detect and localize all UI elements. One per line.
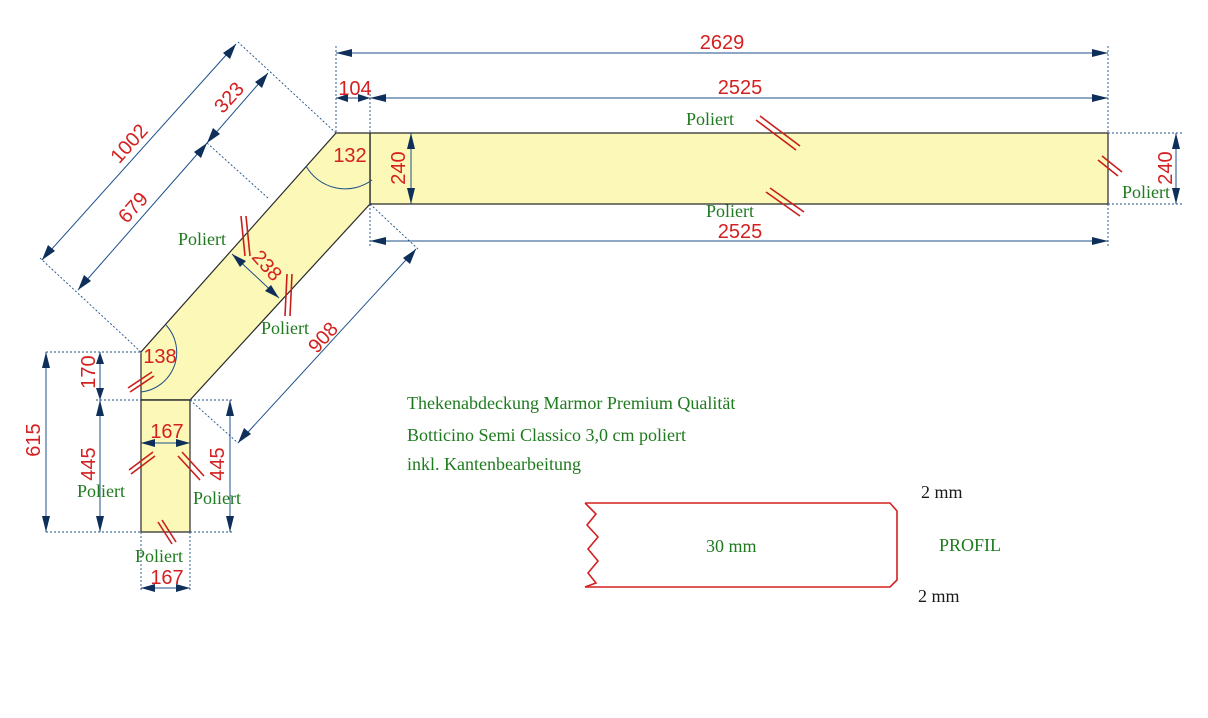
- dim-leg-left: 445: [78, 447, 100, 480]
- description-line-1: Thekenabdeckung Marmor Premium Qualität: [407, 393, 735, 413]
- dim-leg-width-bottom: 167: [150, 567, 183, 589]
- label-diag-inner-edge: Poliert: [261, 318, 309, 338]
- profile-outline: [585, 502, 898, 588]
- dim-diag-lower: 679: [114, 188, 153, 228]
- label-leg-left: Poliert: [77, 481, 125, 501]
- angle-arcs: [140, 165, 373, 393]
- dim-left-depth: 240: [388, 151, 410, 184]
- profile-top-chamfer: 2 mm: [921, 482, 963, 502]
- dim-top-total: 2629: [700, 32, 745, 54]
- polished-edge-marks: [127, 115, 1123, 545]
- dim-leg-total: 615: [23, 423, 45, 456]
- slab-straight-section: [369, 132, 1109, 205]
- description-line-2: Botticino Semi Classico 3,0 cm poliert: [407, 425, 686, 445]
- dim-diag-upper: 323: [210, 78, 249, 118]
- countertop-slab: [140, 132, 1109, 533]
- dim-leg-right: 445: [207, 447, 229, 480]
- dimension-lines: [41, 43, 1180, 592]
- description-block: Thekenabdeckung Marmor Premium Qualität …: [407, 393, 735, 474]
- profile-bottom-chamfer: 2 mm: [918, 586, 960, 606]
- extension-lines: [39, 41, 1182, 592]
- edge-profile: 30 mm 2 mm 2 mm PROFIL: [584, 482, 1001, 606]
- label-leg-right: Poliert: [193, 488, 241, 508]
- label-diag-outer-edge: Poliert: [178, 229, 226, 249]
- label-right-end: Poliert: [1122, 182, 1170, 202]
- label-top-edge: Poliert: [686, 109, 734, 129]
- dim-corner-angle-top: 132: [333, 145, 366, 167]
- dim-top-offset: 104: [338, 78, 371, 100]
- profile-title: PROFIL: [939, 535, 1001, 555]
- dim-leg-offset: 170: [78, 355, 100, 388]
- label-leg-bottom: Poliert: [135, 546, 183, 566]
- slab-leg-section: [140, 399, 191, 533]
- dim-right-depth: 240: [1155, 151, 1177, 184]
- description-line-3: inkl. Kantenbearbeitung: [407, 454, 581, 474]
- profile-break-line: [584, 502, 600, 588]
- profile-thickness: 30 mm: [706, 536, 757, 556]
- dim-bottom-length: 2525: [718, 221, 763, 243]
- dim-diag-outer: 908: [304, 318, 343, 358]
- edge-labels: Poliert Poliert Poliert Poliert Poliert …: [77, 109, 1170, 566]
- dim-leg-width-top: 167: [150, 421, 183, 443]
- dim-corner-angle-left: 138: [143, 346, 176, 368]
- label-bottom-edge: Poliert: [706, 201, 754, 221]
- dim-top-inner: 2525: [718, 77, 763, 99]
